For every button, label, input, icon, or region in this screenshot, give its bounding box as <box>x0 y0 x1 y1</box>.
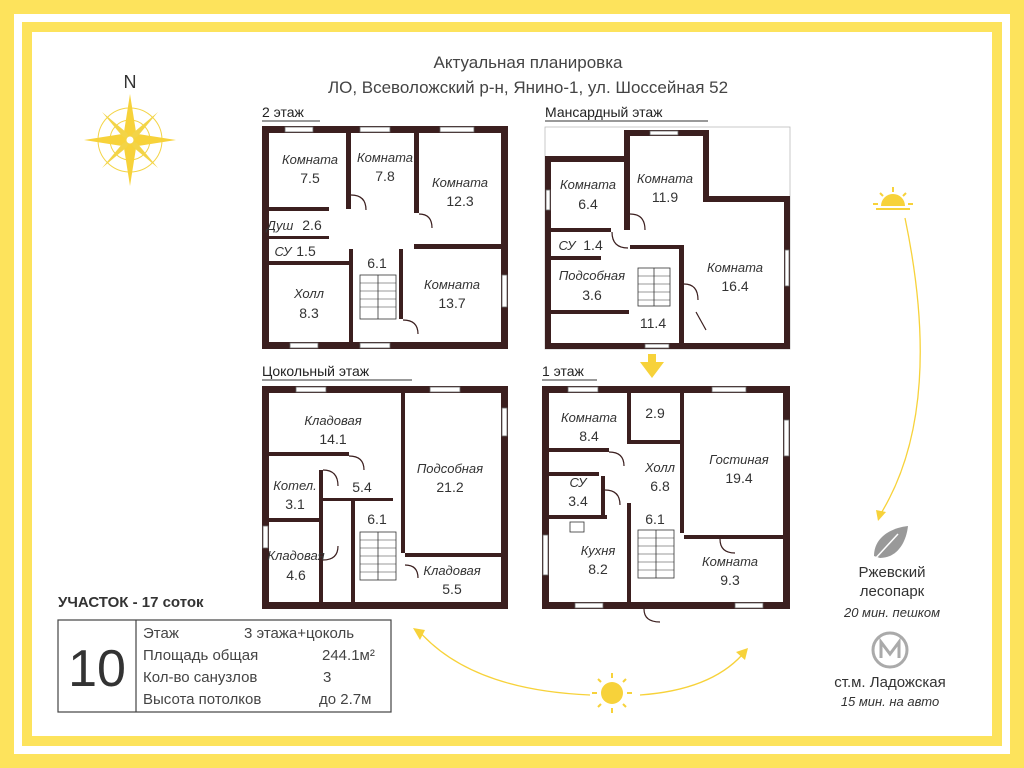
floor-basement: Цокольный этаж Кладова <box>262 363 508 609</box>
stairs-second <box>359 274 397 320</box>
room-area: 8.4 <box>579 428 599 444</box>
room-area: 6.1 <box>645 511 665 527</box>
room-label: Комната <box>432 175 488 190</box>
room-label: СУ <box>275 244 294 259</box>
room-label: СУ <box>570 475 589 490</box>
room-label: Холл <box>293 286 325 301</box>
room-area: 2.6 <box>302 217 322 233</box>
house-number: 10 <box>68 640 126 698</box>
room-label: Кладовая <box>267 548 324 563</box>
info-box: 10 Этаж 3 этажа+цоколь Площадь общая 244… <box>57 619 392 713</box>
metro-line2: 15 мин. на авто <box>841 694 939 709</box>
room-area: 16.4 <box>721 278 748 294</box>
room-area: 7.5 <box>300 170 320 186</box>
room-area: 11.4 <box>640 315 666 331</box>
room-area: 3.4 <box>568 493 588 509</box>
floor-second: 2 этаж Ко <box>262 104 508 349</box>
room-label: Комната <box>707 260 763 275</box>
room-area: 6.1 <box>367 511 387 527</box>
room-area: 12.3 <box>446 193 473 209</box>
compass-north-label: N <box>124 72 137 92</box>
room-label: Кухня <box>581 543 616 558</box>
room-area: 4.6 <box>286 567 306 583</box>
room-area: 9.3 <box>720 572 740 588</box>
plot-label: УЧАСТОК - 17 соток <box>58 594 204 611</box>
floor-first: 1 этаж <box>542 363 790 623</box>
room-label: Подсобная <box>417 461 483 476</box>
room-label: Комната <box>560 177 616 192</box>
info-value: 3 <box>323 669 331 686</box>
info-label: Этаж <box>143 625 179 642</box>
info-label: Кол-во санузлов <box>143 669 257 686</box>
floor-second-title: 2 этаж <box>262 104 305 120</box>
info-value: 3 этажа+цоколь <box>244 625 354 642</box>
room-label: Подсобная <box>559 268 625 283</box>
room-area: 11.9 <box>652 189 678 205</box>
room-area: 21.2 <box>436 479 463 495</box>
park-line1: Ржевский <box>858 564 925 581</box>
metro-icon <box>871 631 909 669</box>
stairs-first <box>637 529 675 579</box>
room-area: 6.8 <box>650 478 670 494</box>
room-label: Котел. <box>273 478 316 493</box>
header-line2: ЛО, Всеволожский р-н, Янино-1, ул. Шоссе… <box>328 78 728 97</box>
room-area: 14.1 <box>319 431 346 447</box>
park-line2: лесопарк <box>860 583 925 600</box>
room-area: 19.4 <box>725 470 752 486</box>
header-line1: Актуальная планировка <box>434 53 623 72</box>
info-value: 244.1м² <box>322 647 375 664</box>
park-line3: 20 мин. пешком <box>843 605 940 620</box>
entrance-arrow-icon <box>640 354 664 378</box>
room-area: 8.2 <box>588 561 608 577</box>
floor-attic-title: Мансардный этаж <box>545 104 663 120</box>
info-label: Площадь общая <box>143 647 258 664</box>
room-area: 1.5 <box>296 243 316 259</box>
room-area: 1.4 <box>583 237 603 253</box>
room-label: Душ <box>265 218 294 233</box>
room-label: Комната <box>702 554 758 569</box>
info-value: до 2.7м <box>319 691 371 708</box>
room-area: 6.1 <box>367 255 387 271</box>
leaf-icon <box>873 526 908 561</box>
room-label: Кладовая <box>423 563 480 578</box>
room-area: 5.4 <box>352 479 372 495</box>
compass-icon: N <box>84 72 176 186</box>
room-area: 2.9 <box>645 405 665 421</box>
floor-basement-title: Цокольный этаж <box>262 363 370 379</box>
floor-first-title: 1 этаж <box>542 363 585 379</box>
room-area: 7.8 <box>375 168 395 184</box>
room-area: 8.3 <box>299 305 319 321</box>
room-label: Комната <box>357 150 413 165</box>
info-label: Высота потолков <box>143 691 261 708</box>
room-label: Комната <box>424 277 480 292</box>
stairs-basement <box>359 531 397 581</box>
room-label: Кладовая <box>304 413 361 428</box>
floor-attic: Мансардный этаж <box>544 104 791 350</box>
room-label: Гостиная <box>709 452 769 467</box>
room-area: 13.7 <box>438 295 465 311</box>
stairs-attic <box>637 267 671 307</box>
room-label: СУ <box>559 238 578 253</box>
room-area: 6.4 <box>578 196 598 212</box>
sun-icon <box>592 673 632 713</box>
room-label: Комната <box>637 171 693 186</box>
sun-path <box>413 217 921 696</box>
room-label: Комната <box>561 410 617 425</box>
room-label: Холл <box>644 460 676 475</box>
metro-line1: ст.м. Ладожская <box>834 674 946 691</box>
room-area: 3.1 <box>285 496 305 512</box>
room-area: 5.5 <box>442 581 462 597</box>
sun-icon <box>873 187 913 210</box>
room-label: Комната <box>282 152 338 167</box>
room-area: 3.6 <box>582 287 602 303</box>
